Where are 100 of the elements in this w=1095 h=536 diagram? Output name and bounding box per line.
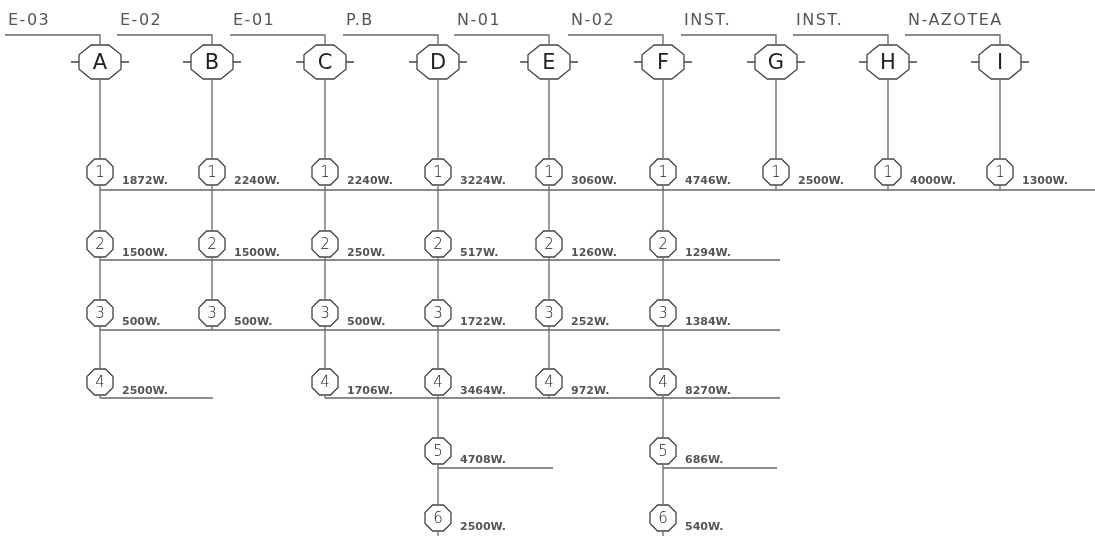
connector-line [548,326,550,369]
feeder-letter: C [317,51,333,73]
circuit-octagon [86,230,114,258]
feeder-letter: G [767,51,785,73]
feeder-letter: B [204,51,220,73]
circuit-number: 2 [320,236,330,252]
level-label: INST. [684,10,732,29]
level-label: N-02 [571,10,616,29]
wattage-label: 1706W. [347,384,394,397]
circuit-number: 6 [658,510,668,526]
wattage-label: 2500W. [122,384,169,397]
wattage-label: 972W. [571,384,610,397]
circuit-octagon [424,437,452,465]
circuit-number: 3 [433,305,443,321]
connector-line [437,464,439,505]
wattage-label: 1722W. [460,315,507,328]
feeder-octagon [747,44,805,80]
circuit-octagon [198,230,226,258]
feeder-letter: F [656,51,670,73]
circuit-octagon [86,368,114,396]
connector-line [324,326,326,369]
level-label: N-AZOTEA [908,10,1003,29]
feeder-octagon [296,44,354,80]
circuit-octagon [86,158,114,186]
connector-line [548,257,550,300]
circuit-octagon [535,368,563,396]
connector-line [99,257,101,300]
circuit-number: 1 [883,164,893,180]
circuit-number: 1 [320,164,330,180]
circuit-octagon [762,158,790,186]
connector-line [99,79,101,159]
circuit-octagon [649,158,677,186]
circuit-number: 3 [207,305,217,321]
wattage-label: 3224W. [460,174,507,187]
feeder-letter: A [92,51,108,73]
wattage-label: 2500W. [460,520,507,533]
connector-line [437,79,439,159]
connector-line [999,79,1001,159]
connector-line [887,79,889,159]
level-label: N-01 [457,10,502,29]
circuit-number: 4 [544,374,554,390]
feeder-octagon [859,44,917,80]
feeder-octagon [409,44,467,80]
wattage-label: 686W. [685,453,724,466]
circuit-number: 6 [433,510,443,526]
connector-line [324,79,326,159]
circuit-octagon [86,299,114,327]
circuit-number: 2 [433,236,443,252]
circuit-number: 1 [995,164,1005,180]
circuit-number: 1 [658,164,668,180]
feeder-octagon [183,44,241,80]
circuit-number: 4 [433,374,443,390]
wattage-label: 500W. [122,315,161,328]
circuit-number: 5 [433,443,443,459]
connector-line [324,185,326,231]
connector-line [548,185,550,231]
connector-line [775,79,777,159]
circuit-octagon [424,299,452,327]
wattage-label: 250W. [347,246,386,259]
wattage-label: 1260W. [571,246,618,259]
wattage-label: 500W. [234,315,273,328]
wattage-label: 1500W. [234,246,281,259]
circuit-octagon [424,158,452,186]
wattage-label: 8270W. [685,384,732,397]
feeder-octagon [520,44,578,80]
wattage-label: 1500W. [122,246,169,259]
circuit-octagon [649,230,677,258]
circuit-number: 4 [658,374,668,390]
circuit-octagon [535,299,563,327]
wattage-label: 1384W. [685,315,732,328]
connector-line [211,185,213,231]
connector-line [211,257,213,300]
circuit-octagon [535,230,563,258]
circuit-octagon [311,368,339,396]
wattage-label: 252W. [571,315,610,328]
connector-line [662,79,664,159]
connector-line [437,395,439,438]
circuit-number: 4 [320,374,330,390]
connector-line [324,257,326,300]
connector-line [662,257,664,300]
wattage-label: 4000W. [910,174,957,187]
level-label: INST. [796,10,844,29]
connector-line [99,185,101,231]
level-label: E-01 [233,10,276,29]
circuit-number: 4 [95,374,105,390]
level-label: E-03 [8,10,51,29]
circuit-octagon [198,158,226,186]
circuit-number: 5 [658,443,668,459]
feeder-letter: D [429,51,447,73]
circuit-octagon [874,158,902,186]
circuit-number: 3 [544,305,554,321]
circuit-number: 2 [207,236,217,252]
wattage-label: 4746W. [685,174,732,187]
circuit-octagon [424,368,452,396]
circuit-number: 1 [771,164,781,180]
wattage-label: 500W. [347,315,386,328]
circuit-octagon [311,299,339,327]
connector-line [437,326,439,369]
circuit-octagon [311,158,339,186]
circuit-octagon [424,230,452,258]
